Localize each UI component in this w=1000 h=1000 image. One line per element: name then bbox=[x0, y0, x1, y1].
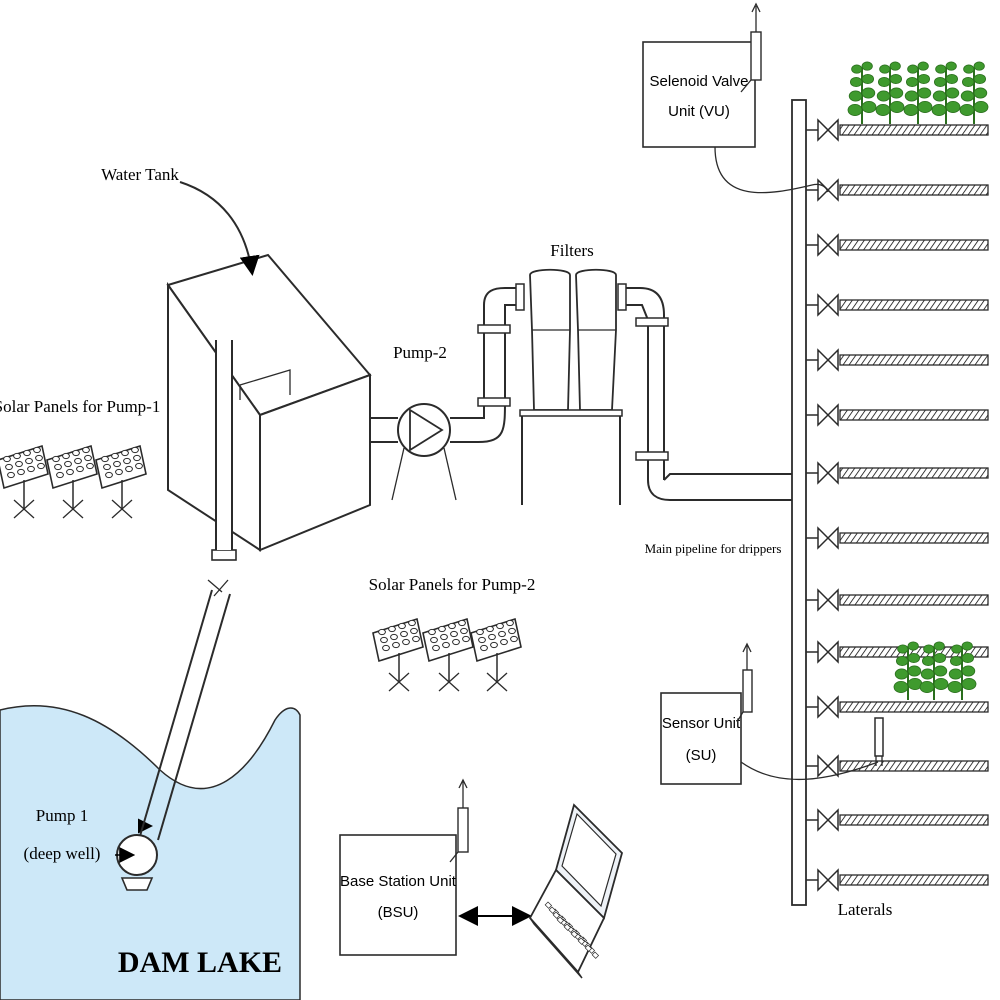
plant-icon bbox=[847, 61, 877, 124]
gate-valve-icon bbox=[817, 403, 839, 427]
plant-row-middle bbox=[893, 641, 977, 700]
gate-valve-icon bbox=[817, 233, 839, 257]
filters-label: Filters bbox=[550, 241, 593, 260]
pump-1-sublabel: (deep well) bbox=[24, 844, 101, 863]
base-station-unit: Base Station Unit (BSU) bbox=[339, 778, 532, 956]
sensor-unit-label-1: Sensor Unit bbox=[662, 715, 741, 732]
filter-outlet-pipe: Main pipeline for drippers bbox=[617, 283, 792, 556]
lateral-line bbox=[806, 348, 989, 372]
gate-valve-icon bbox=[817, 293, 839, 317]
plant-icon bbox=[919, 641, 949, 700]
plant-icon bbox=[903, 61, 933, 124]
antenna-icon bbox=[736, 642, 753, 723]
antenna-icon bbox=[449, 778, 469, 863]
lateral-line bbox=[806, 695, 989, 719]
gate-valve-icon bbox=[817, 118, 839, 142]
solar-panel-icon bbox=[470, 617, 522, 692]
gate-valve-icon bbox=[817, 868, 839, 892]
dam-lake-label: DAM LAKE bbox=[118, 946, 282, 979]
gate-valve-icon bbox=[817, 695, 839, 719]
pump-2-label: Pump-2 bbox=[393, 343, 447, 362]
soil-sensor-probe bbox=[874, 717, 884, 766]
gate-valve-icon bbox=[817, 754, 839, 778]
gate-valve-icon bbox=[817, 808, 839, 832]
pump-1: Pump 1 (deep well) bbox=[24, 806, 158, 891]
sensor-unit-box bbox=[660, 692, 742, 785]
plant-icon bbox=[959, 61, 989, 124]
lateral-line bbox=[806, 868, 989, 892]
lateral-line bbox=[806, 754, 989, 778]
solar-panels-pump-2: Solar Panels for Pump-2 bbox=[369, 575, 536, 692]
gate-valve-icon bbox=[817, 178, 839, 202]
gate-valve-icon bbox=[817, 588, 839, 612]
solar-panel-icon bbox=[46, 444, 98, 519]
base-station-label-1: Base Station Unit bbox=[340, 873, 457, 890]
antenna-icon bbox=[740, 2, 762, 93]
plant-row-top bbox=[847, 61, 989, 124]
distribution-manifold: Laterals bbox=[791, 99, 989, 919]
lateral-line bbox=[806, 178, 989, 202]
valve-unit-box bbox=[642, 41, 756, 148]
base-station-label-2: (BSU) bbox=[378, 904, 419, 921]
lateral-line bbox=[806, 461, 989, 485]
lateral-line bbox=[806, 588, 989, 612]
solar-panels-pump-1: Solar Panels for Pump-1 bbox=[0, 397, 160, 519]
solar-panel-icon bbox=[422, 617, 474, 692]
sensor-unit: Sensor Unit (SU) bbox=[660, 642, 879, 785]
solar-pump-1-label: Solar Panels for Pump-1 bbox=[0, 397, 160, 416]
pump-1-label: Pump 1 bbox=[36, 806, 88, 825]
plant-icon bbox=[893, 641, 923, 700]
gate-valve-icon bbox=[817, 640, 839, 664]
lateral-line bbox=[806, 233, 989, 257]
solar-panel-icon bbox=[95, 444, 147, 519]
valve-unit-label-2: Unit (VU) bbox=[668, 103, 730, 120]
main-pipe bbox=[791, 99, 807, 906]
filters: Filters bbox=[519, 241, 623, 505]
water-tank-label: Water Tank bbox=[101, 165, 179, 184]
water-tank: Water Tank bbox=[101, 165, 372, 552]
valve-unit-label-1: Selenoid Valve bbox=[650, 73, 749, 90]
solar-panel-icon bbox=[372, 617, 424, 692]
solar-panel-icon bbox=[0, 444, 49, 519]
filter-inlet-pipe bbox=[477, 283, 525, 443]
plant-icon bbox=[875, 61, 905, 124]
lateral-line bbox=[806, 526, 989, 550]
gate-valve-icon bbox=[817, 348, 839, 372]
valve-unit: Selenoid Valve Unit (VU) bbox=[642, 2, 829, 194]
sensor-unit-label-2: (SU) bbox=[686, 747, 717, 764]
main-pipeline-label: Main pipeline for drippers bbox=[645, 541, 782, 556]
lateral-line bbox=[806, 293, 989, 317]
gate-valve-icon bbox=[817, 526, 839, 550]
plant-icon bbox=[947, 641, 977, 700]
laterals-label: Laterals bbox=[838, 900, 893, 919]
lateral-line bbox=[806, 118, 989, 142]
laptop-icon bbox=[528, 803, 624, 979]
tank-inlet-pipe bbox=[215, 340, 233, 550]
lateral-line bbox=[806, 808, 989, 832]
solar-pump-2-label: Solar Panels for Pump-2 bbox=[369, 575, 536, 594]
plant-icon bbox=[931, 61, 961, 124]
lateral-line bbox=[806, 403, 989, 427]
pump-2: Pump-2 bbox=[370, 343, 478, 501]
gate-valve-icon bbox=[817, 461, 839, 485]
base-station-box bbox=[339, 834, 457, 956]
